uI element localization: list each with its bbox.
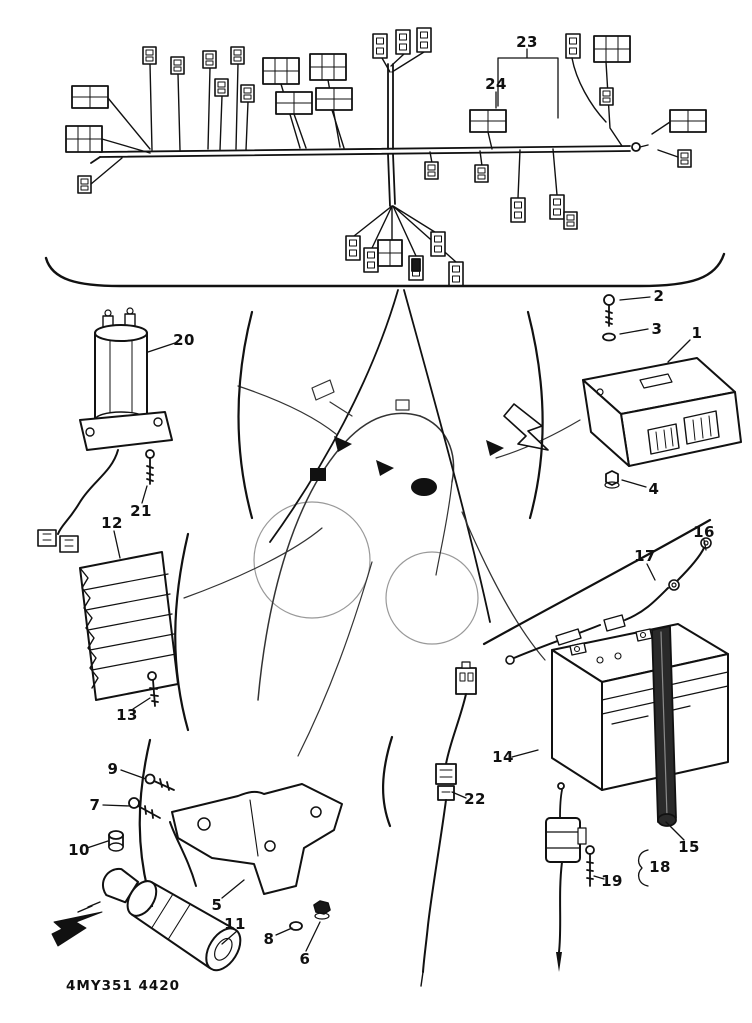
callout-leaders: [86, 48, 707, 952]
bracket-bolt-9: [144, 773, 175, 791]
part-callout-17: 17: [634, 547, 656, 565]
ignition-coil: [101, 868, 242, 972]
part-callout-16: 16: [693, 523, 715, 541]
part-callout-19: 19: [601, 872, 623, 890]
starter-relay: [37, 307, 173, 553]
direction-arrow-icon: [51, 901, 103, 947]
coil-wire: [169, 821, 197, 887]
nut-6: [313, 900, 331, 920]
part-callout-8: 8: [263, 930, 275, 948]
part-callout-12: 12: [101, 514, 123, 532]
part-callout-23: 23: [516, 33, 538, 51]
part-callout-13: 13: [116, 706, 138, 724]
cdi-nut: [604, 470, 620, 489]
spacer-10: [108, 830, 124, 852]
frame-sketch: [183, 289, 581, 757]
part-callout-6: 6: [299, 950, 311, 968]
cdi-washer: [602, 332, 616, 342]
part-callout-24: 24: [485, 75, 507, 93]
rectifier: [79, 551, 179, 701]
part-callout-15: 15: [678, 838, 700, 856]
battery-leads: [505, 537, 712, 665]
part-callout-20: 20: [173, 331, 195, 349]
part-callout-4: 4: [648, 480, 660, 498]
part-callout-5: 5: [211, 896, 223, 914]
rectifier-bolt: [147, 671, 159, 707]
part-callout-7: 7: [89, 796, 101, 814]
part-callout-18: 18: [649, 858, 671, 876]
battery: [551, 623, 729, 791]
part-callout-11: 11: [224, 915, 246, 933]
part-callout-10: 10: [68, 841, 90, 859]
washer-8: [289, 921, 303, 931]
cdi-unit: [582, 357, 742, 467]
cdi-bolt: [603, 294, 615, 327]
part-callout-21: 21: [130, 502, 152, 520]
coil-bracket: [171, 783, 343, 895]
part-callout-1: 1: [691, 324, 703, 342]
diagram-code: 4MY351 4420: [66, 978, 181, 994]
relay-bolt: [145, 449, 155, 485]
part-callout-14: 14: [492, 748, 514, 766]
harness-bracket: [44, 252, 726, 288]
part-callout-22: 22: [464, 790, 486, 808]
part-callout-3: 3: [651, 320, 663, 338]
bracket-bolt-7: [128, 797, 161, 819]
battery-strap: [651, 625, 677, 827]
part-callout-9: 9: [107, 760, 119, 778]
part-callout-2: 2: [653, 287, 665, 305]
wiring-harness: [65, 27, 707, 287]
fuse-lead: [545, 782, 595, 972]
wire-lead-22: [420, 661, 477, 987]
